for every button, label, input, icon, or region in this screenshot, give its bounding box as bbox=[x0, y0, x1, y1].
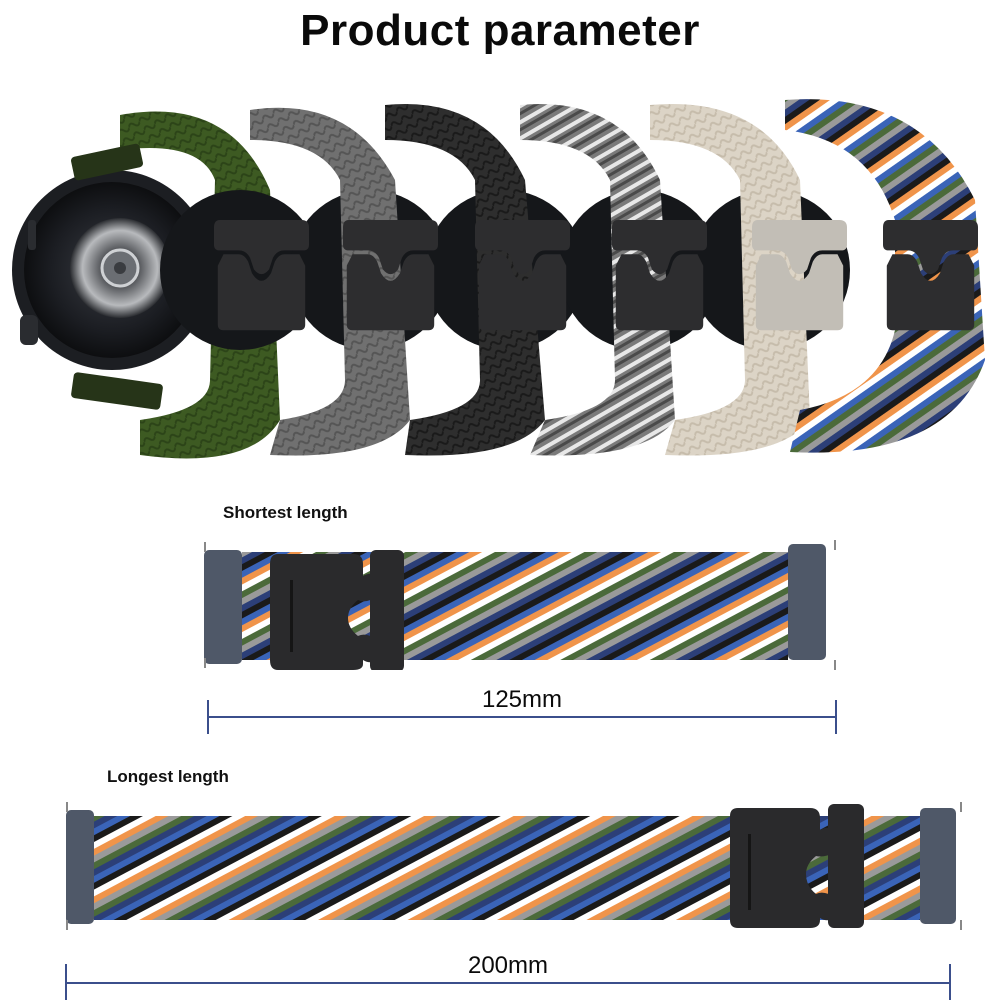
band-gray-white bbox=[520, 103, 675, 456]
measure-line bbox=[207, 716, 837, 718]
buckle-icon bbox=[270, 550, 404, 670]
measure-tick-left bbox=[207, 700, 209, 734]
band-starlight bbox=[650, 103, 810, 456]
buckle-icon bbox=[730, 804, 864, 928]
lug-left bbox=[204, 550, 242, 664]
measure-line bbox=[65, 982, 951, 984]
shortest-measurement: 125mm bbox=[207, 686, 837, 742]
band-multicolor bbox=[785, 99, 985, 453]
lug-left bbox=[66, 810, 94, 924]
watch-body bbox=[12, 170, 212, 370]
shortest-length-label: Shortest length bbox=[223, 503, 348, 522]
measure-tick-right bbox=[835, 700, 837, 734]
band-gray bbox=[250, 107, 410, 456]
measure-tick-right bbox=[949, 964, 951, 1000]
watch-bands-illustration bbox=[12, 99, 985, 459]
strap-shortest-image bbox=[198, 540, 848, 670]
measure-tick-left bbox=[65, 964, 67, 1000]
longest-measurement-value: 200mm bbox=[467, 952, 549, 979]
page-title: Product parameter bbox=[300, 6, 700, 55]
shortest-measurement-value: 125mm bbox=[481, 686, 563, 713]
strap-longest-image bbox=[58, 800, 968, 930]
longest-length-label: Longest length bbox=[107, 767, 229, 786]
product-hero-image bbox=[0, 95, 1000, 470]
band-black bbox=[385, 103, 545, 456]
longest-measurement: 200mm bbox=[65, 952, 951, 1000]
lug-right bbox=[920, 808, 956, 924]
lug-right bbox=[788, 544, 826, 660]
